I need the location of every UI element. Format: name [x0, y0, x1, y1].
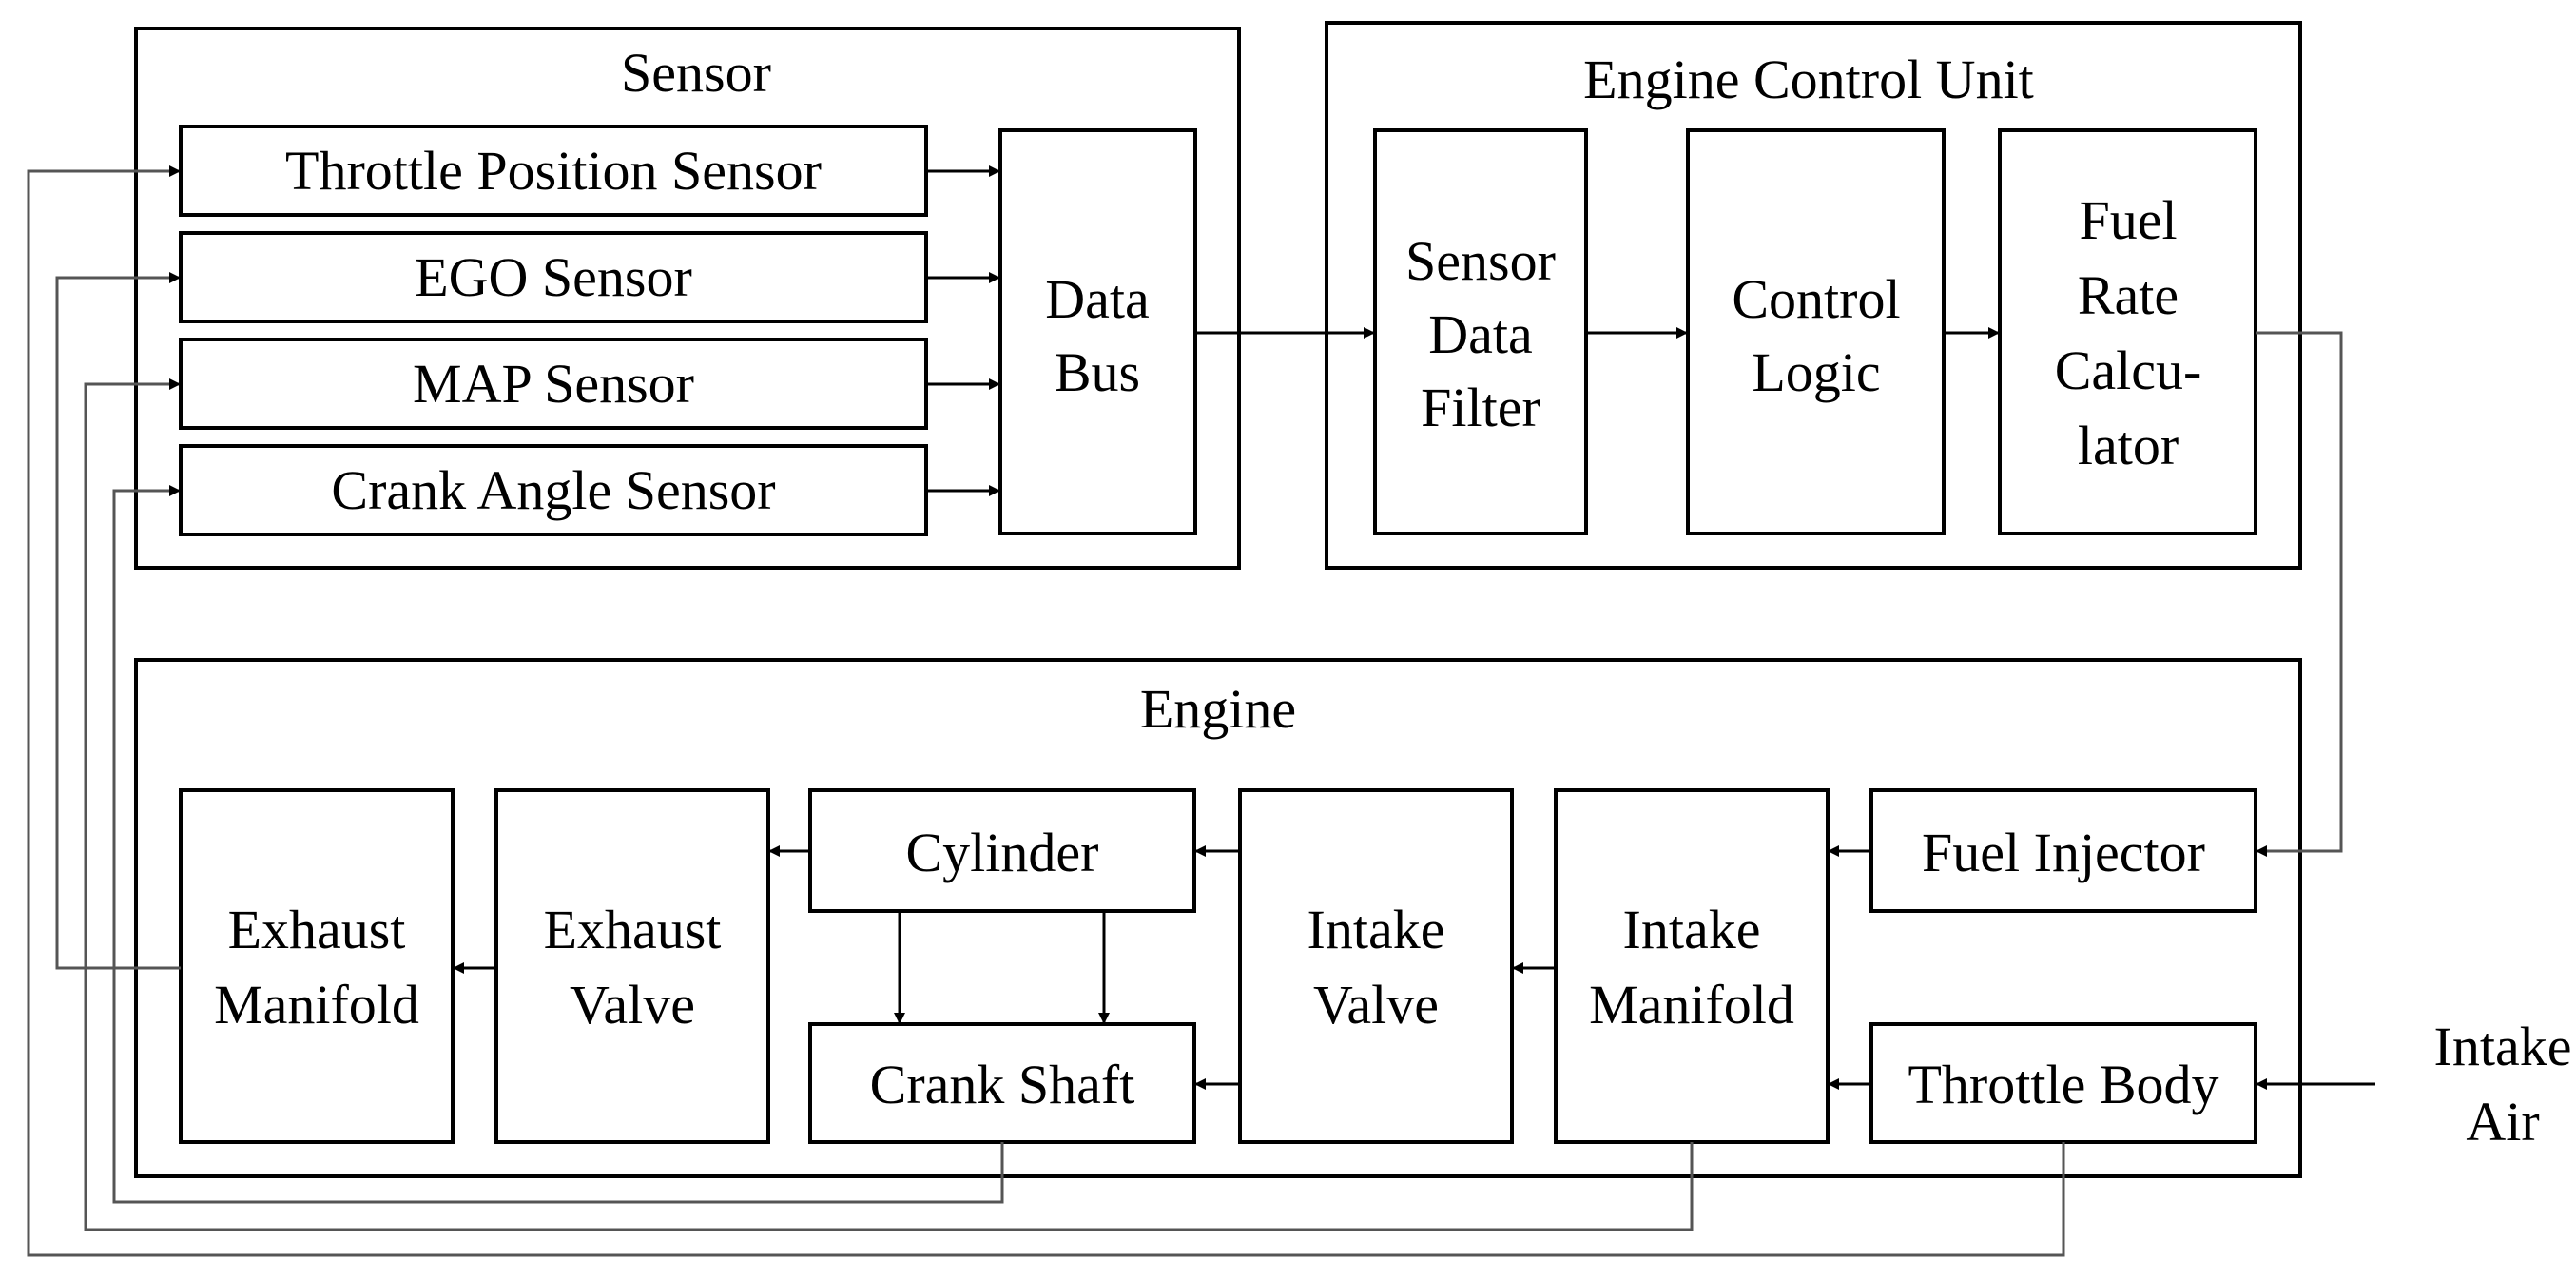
exhaust-manifold-block — [179, 788, 455, 1144]
exhaust-manifold-label-line-1: Exhaust — [228, 899, 406, 960]
sensor-data-filter-label-line-1: Sensor — [1405, 230, 1556, 292]
data-bus-label-line-1: Data — [1045, 268, 1150, 330]
throttle-position-sensor-label: Throttle Position Sensor — [285, 140, 822, 202]
intake-valve-label-line-2: Valve — [1313, 974, 1439, 1036]
fuel-injector-label: Fuel Injector — [1922, 822, 2205, 883]
control-logic-label-line-1: Control — [1732, 268, 1900, 330]
intake-valve-block — [1238, 788, 1514, 1144]
crank-angle-sensor-block — [179, 444, 928, 536]
intake-manifold-label-line-2: Manifold — [1589, 974, 1794, 1036]
crank-shaft-label: Crank Shaft — [870, 1054, 1135, 1115]
ego-sensor-label: EGO Sensor — [415, 246, 692, 308]
fuel-injector-block — [1869, 788, 2257, 913]
engine-group — [134, 658, 2302, 1178]
intake-manifold-block — [1554, 788, 1830, 1144]
intake-manifold-label-line-1: Intake — [1623, 899, 1761, 960]
ecu-group — [1325, 21, 2302, 570]
sensor-data-filter-label-line-2: Data — [1428, 303, 1533, 365]
fuel-rate-calculator-block — [1998, 128, 2257, 535]
fuel-rate-calculator-label-line-4: lator — [2078, 415, 2179, 476]
data-bus-block — [998, 128, 1197, 535]
exhaust-valve-block — [494, 788, 770, 1144]
feedback-throttle-body-to-tps — [27, 165, 2065, 1257]
throttle-body-label: Throttle Body — [1908, 1054, 2218, 1115]
throttle-position-sensor-block — [179, 125, 928, 217]
throttle-body-block — [1869, 1022, 2257, 1144]
fuel-rate-calculator-label-line-3: Calcu- — [2055, 339, 2202, 401]
feedback-intake-manifold-to-map — [84, 378, 1694, 1231]
control-logic-label-line-2: Logic — [1752, 341, 1880, 403]
engine-group-title: Engine — [1140, 678, 1296, 740]
crank-angle-sensor-label: Crank Angle Sensor — [331, 459, 775, 521]
intake-air-label-line-1: Intake — [2434, 1016, 2572, 1077]
sensor-data-filter-label-line-3: Filter — [1421, 377, 1540, 438]
ecu-group-title: Engine Control Unit — [1583, 48, 2034, 110]
cylinder-label: Cylinder — [906, 822, 1099, 883]
ego-sensor-block — [179, 231, 928, 323]
feedback-crank-shaft-to-crank-angle — [112, 485, 1004, 1204]
sensor-data-filter-block — [1373, 128, 1588, 535]
fuel-rate-calculator-label-line-1: Fuel — [2079, 189, 2177, 251]
feedback-exhaust-manifold-to-ego — [55, 272, 181, 970]
fuel-rate-calculator-label-line-2: Rate — [2078, 264, 2179, 326]
exhaust-valve-label-line-2: Valve — [570, 974, 695, 1036]
sensor-group — [134, 27, 1241, 570]
control-logic-block — [1686, 128, 1946, 535]
exhaust-valve-label-line-1: Exhaust — [544, 899, 722, 960]
exhaust-manifold-label-line-2: Manifold — [214, 974, 419, 1036]
intake-air-label-line-2: Air — [2466, 1091, 2539, 1153]
data-bus-label-line-2: Bus — [1055, 341, 1140, 403]
map-sensor-label: MAP Sensor — [413, 353, 694, 415]
intake-valve-label-line-1: Intake — [1307, 899, 1445, 960]
map-sensor-block — [179, 338, 928, 430]
arrow-fuel-rate-to-fuel-injector — [2256, 331, 2343, 857]
sensor-group-title: Sensor — [621, 42, 771, 104]
